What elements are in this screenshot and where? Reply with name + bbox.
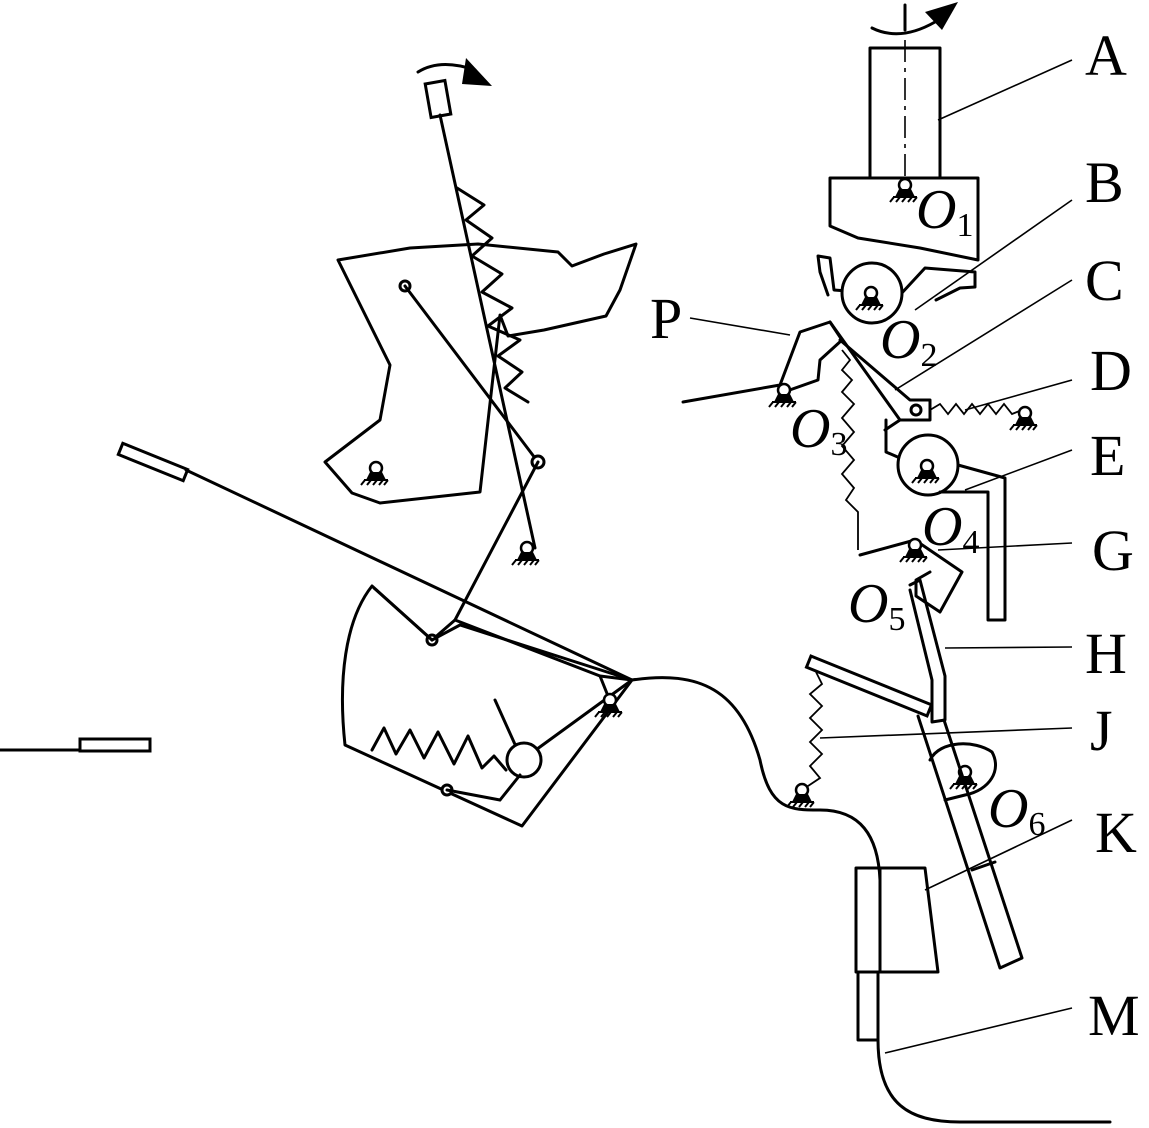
pivot-o2-label: O2 bbox=[880, 309, 937, 374]
rotation-arrow-icon bbox=[870, 20, 937, 36]
left-mechanism bbox=[0, 58, 882, 972]
part-k-block bbox=[854, 866, 940, 974]
label-a: A bbox=[1085, 23, 1127, 88]
part-labels: A B C D E G H J K M P bbox=[650, 23, 1140, 1048]
right-mechanism bbox=[681, 2, 1112, 1124]
label-c: C bbox=[1085, 248, 1124, 313]
spring-icon bbox=[929, 402, 1023, 416]
spring-icon bbox=[455, 186, 530, 404]
top-link-block bbox=[423, 78, 453, 120]
pivot-o4-label: O4 bbox=[922, 496, 979, 561]
spring-icon bbox=[370, 726, 508, 772]
pivot-o3-label: O3 bbox=[790, 398, 847, 463]
pivot-labels: O1 O2 O3 O4 O5 O6 bbox=[790, 179, 1045, 843]
label-d: D bbox=[1090, 338, 1132, 403]
label-j: J bbox=[1090, 698, 1113, 763]
part-c-link bbox=[838, 338, 932, 422]
pivot-o1-label: O1 bbox=[916, 179, 973, 244]
label-h: H bbox=[1085, 621, 1127, 686]
label-k: K bbox=[1095, 800, 1137, 865]
pivot-o6-label: O6 bbox=[988, 778, 1045, 843]
ground-pivot-icon bbox=[1008, 405, 1039, 432]
spring-icon bbox=[840, 349, 859, 550]
label-b: B bbox=[1085, 150, 1124, 215]
left-plate bbox=[323, 242, 638, 505]
part-b-head bbox=[828, 176, 980, 262]
leader-lines bbox=[689, 59, 1073, 1054]
label-e: E bbox=[1090, 423, 1125, 488]
part-m-base bbox=[876, 1038, 1112, 1124]
cable bbox=[630, 676, 882, 972]
ground-pivot-icon bbox=[785, 782, 816, 809]
part-p-lever bbox=[681, 320, 844, 404]
label-m: M bbox=[1088, 983, 1140, 1048]
spring-icon bbox=[804, 671, 824, 789]
label-g: G bbox=[1092, 518, 1134, 583]
part-j-lever bbox=[804, 654, 934, 718]
sector-body bbox=[340, 584, 634, 828]
ground-pivot-icon bbox=[359, 460, 390, 487]
label-p: P bbox=[650, 286, 682, 351]
pivot-o5-label: O5 bbox=[848, 573, 905, 638]
ground-pivot-icon bbox=[888, 177, 919, 204]
